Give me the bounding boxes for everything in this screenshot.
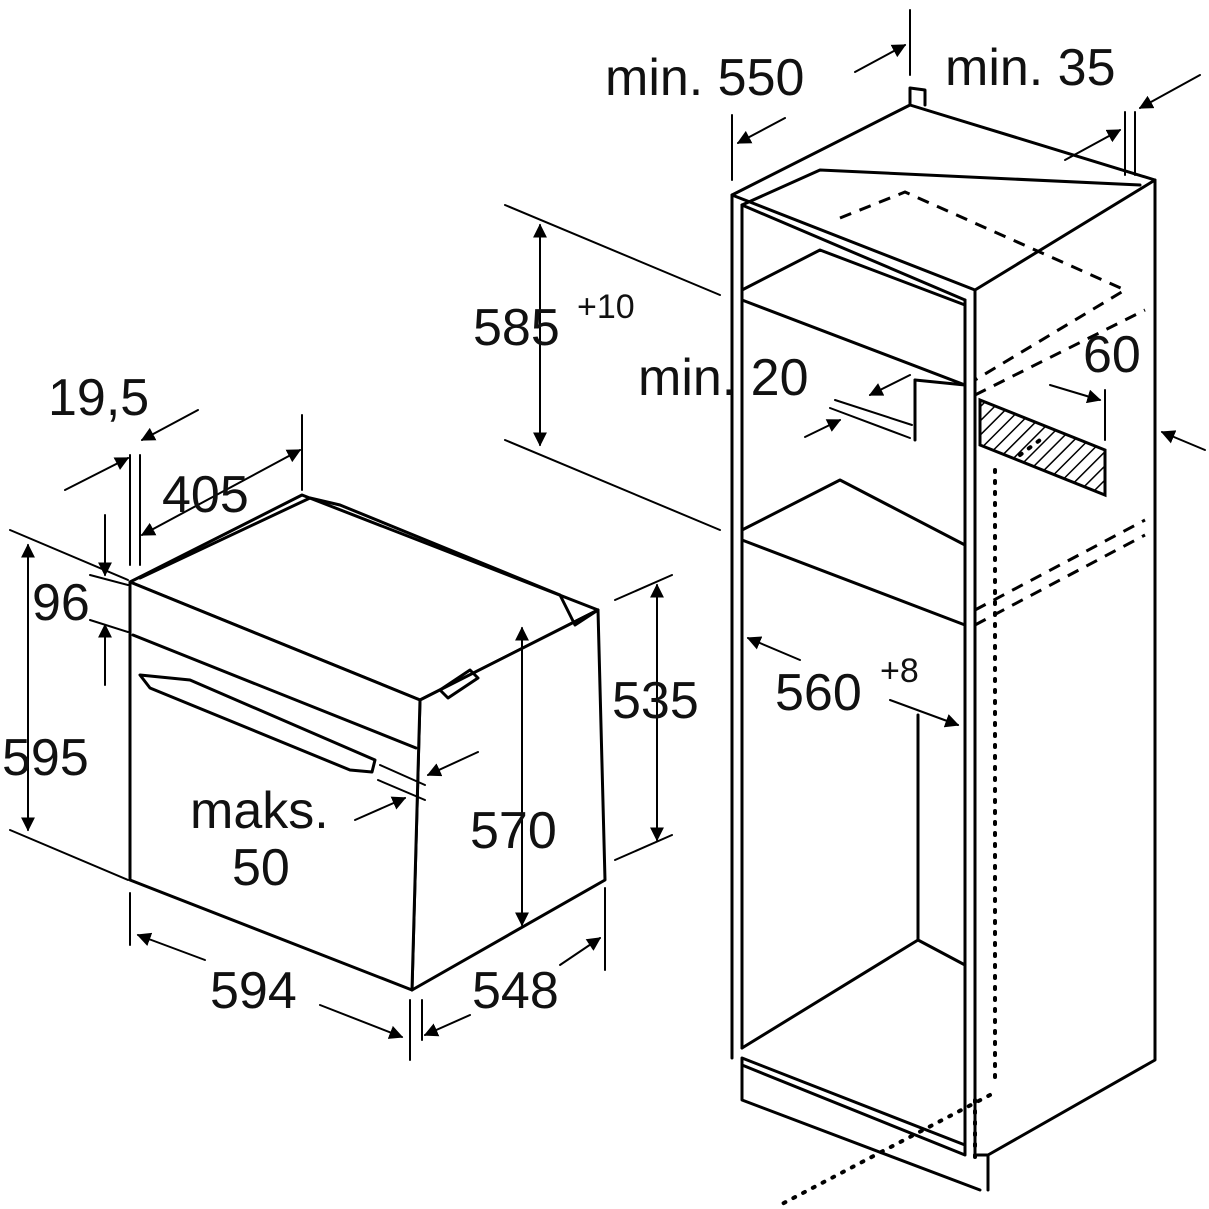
label-depth: 548 (472, 962, 559, 1020)
oven-drawing (128, 493, 607, 992)
vent-block (978, 397, 1107, 498)
cabinet-drawing (730, 86, 1157, 1207)
label-width: 594 (210, 962, 297, 1020)
dimension-labels: 19,5 405 96 595 535 570 maks. 50 594 548… (2, 39, 1141, 1020)
label-tolerance-text: maks. (190, 782, 329, 840)
label-niche-width-tolerance: +8 (880, 652, 919, 690)
oven-handle (138, 673, 377, 774)
cabinet-middle-shelf (740, 478, 967, 627)
label-min-back-gap: min. 35 (945, 39, 1116, 97)
oven-side-notch (438, 668, 480, 700)
label-niche-width: 560 (775, 664, 862, 722)
cabinet-dimension-lines (504, 9, 1206, 728)
oven-dimension-lines (9, 409, 673, 1061)
label-min-shelf-gap: min. 20 (638, 349, 809, 407)
label-depth-top: 405 (162, 466, 249, 524)
oven-panel-line (131, 633, 418, 750)
label-tolerance-value: 50 (232, 839, 290, 897)
cabinet-plinth-top (740, 1056, 967, 1157)
label-min-depth: min. 550 (605, 49, 804, 107)
label-niche-height: 585 (473, 299, 560, 357)
label-body-height-right: 535 (612, 672, 699, 730)
label-total-height: 595 (2, 729, 89, 787)
label-vent-depth: 60 (1083, 326, 1141, 384)
label-front-gap: 19,5 (48, 369, 149, 427)
label-body-height-inner: 570 (470, 802, 557, 860)
label-niche-height-tolerance: +10 (577, 288, 635, 326)
label-panel-height: 96 (32, 574, 90, 632)
cabinet-top-shelf (740, 248, 967, 387)
